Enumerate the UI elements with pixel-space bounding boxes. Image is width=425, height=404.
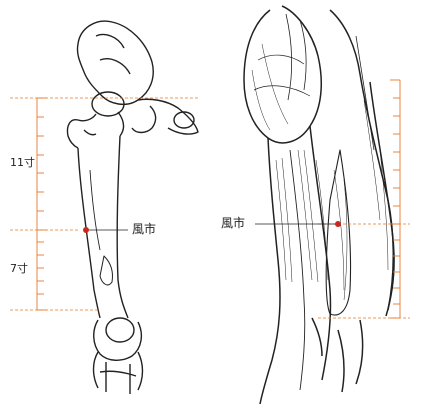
lower-scale-label: 7寸 (10, 262, 28, 275)
right-point-label: 風市 (221, 216, 246, 230)
acupoint-marker-right (335, 221, 341, 227)
acupoint-marker-left (83, 227, 89, 233)
femur-skeleton-drawing (66, 20, 199, 394)
left-ruler (36, 97, 47, 311)
upper-scale-label: 11寸 (10, 156, 35, 169)
thigh-muscle-drawing (243, 5, 395, 404)
left-guide-lines (10, 97, 200, 311)
left-point-label: 風市 (132, 222, 157, 236)
